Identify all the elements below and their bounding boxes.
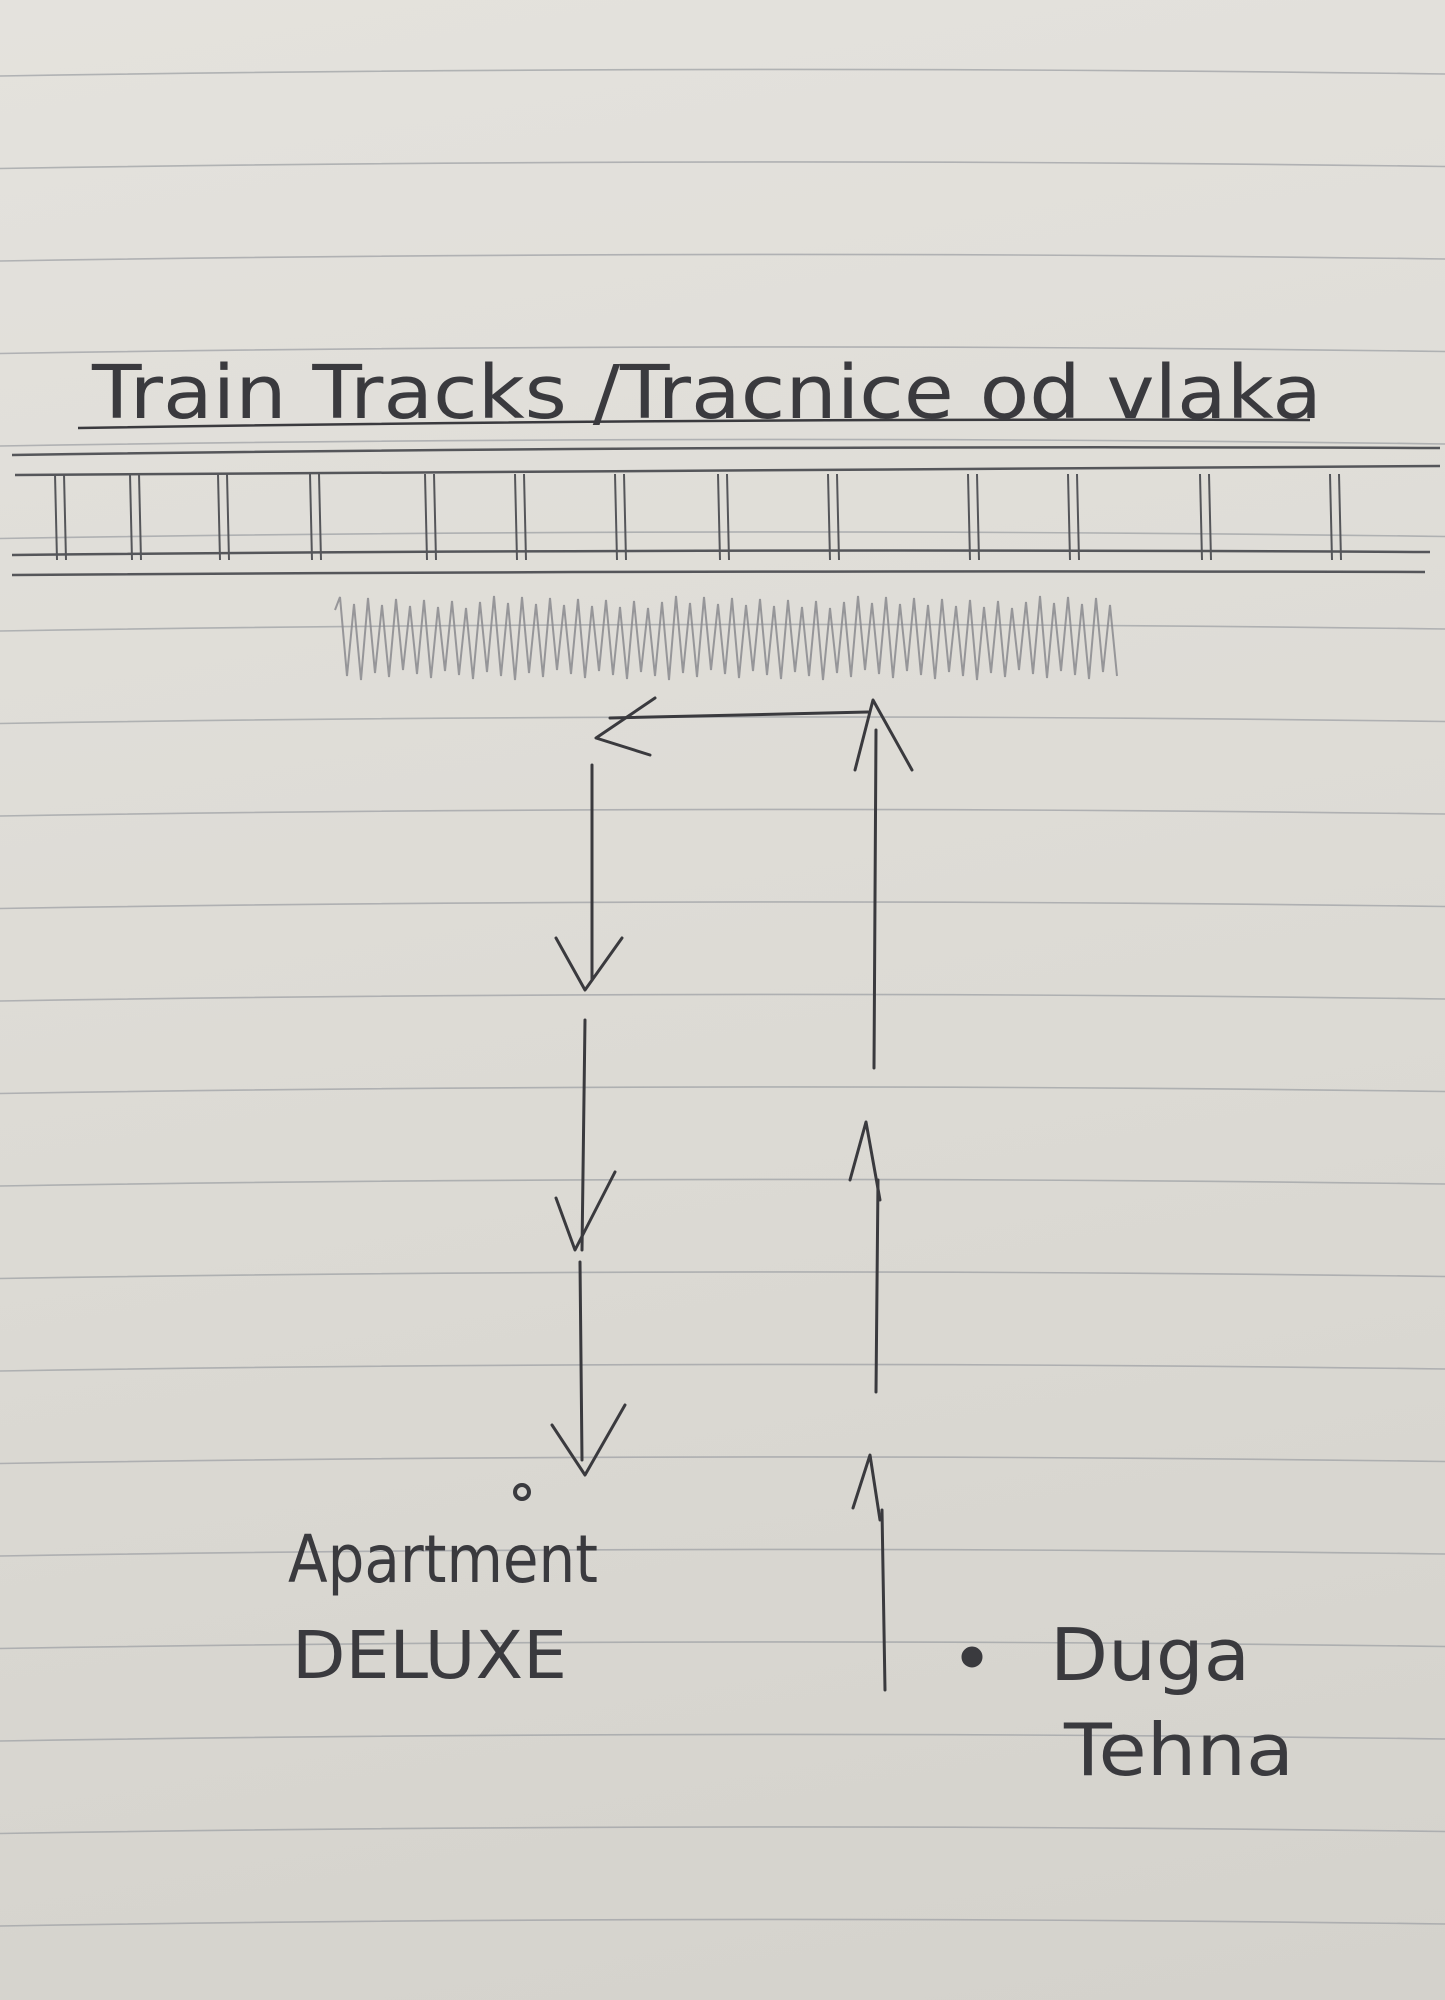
track-sleeper — [717, 473, 721, 561]
up-arrow-segment-1 — [880, 1508, 887, 1692]
track-sleeper — [1338, 473, 1342, 561]
track-sleeper — [138, 473, 142, 561]
track-rail-top — [11, 446, 1441, 457]
ruled-line — [0, 1641, 1445, 1650]
up-arrow-head-1 — [851, 1453, 882, 1522]
down-arrow-head-1 — [554, 936, 624, 992]
track-sleeper — [63, 473, 67, 561]
apartment-label-line-2: DELUXE — [292, 1617, 567, 1694]
left-arrow-head — [594, 696, 657, 757]
duga-tehna-marker — [961, 1646, 983, 1668]
duga-tehna-point — [961, 1646, 983, 1668]
train-tracks — [11, 446, 1441, 577]
ruled-line — [0, 1548, 1445, 1557]
ruled-line — [0, 623, 1445, 632]
track-sleeper — [1076, 473, 1080, 561]
down-arrow-head-2 — [554, 1170, 617, 1252]
track-sleeper — [614, 473, 618, 561]
pencil-scribble — [334, 595, 1118, 681]
ruled-lines — [0, 68, 1445, 1927]
up-arrow-head-3 — [853, 698, 914, 772]
up-arrow-head-2 — [848, 1120, 882, 1202]
track-rail-lower — [11, 549, 1431, 557]
ruled-line — [0, 253, 1445, 262]
ruled-line — [0, 1456, 1445, 1465]
down-arrow-segment-3 — [578, 1260, 584, 1462]
ruled-line — [0, 1086, 1445, 1095]
down-arrow-segment-2 — [580, 1018, 587, 1252]
ruled-line — [0, 531, 1445, 540]
track-sleeper — [836, 473, 840, 561]
track-sleeper — [1208, 473, 1212, 561]
down-arrow-head-3 — [550, 1403, 627, 1477]
track-sleeper — [1067, 473, 1071, 561]
track-sleeper — [424, 473, 428, 561]
up-arrow-segment-3 — [872, 728, 878, 1070]
track-sleeper — [309, 473, 313, 561]
apartment-label-line-1: Apartment — [288, 1521, 598, 1598]
up-arrow-segment-2 — [874, 1178, 880, 1394]
ruled-line — [0, 1178, 1445, 1187]
ruled-line — [0, 1918, 1445, 1927]
track-sleeper — [129, 473, 133, 561]
track-sleeper — [726, 473, 730, 561]
ruled-line — [0, 1733, 1445, 1742]
left-arrow-shaft — [608, 710, 870, 720]
track-sleeper — [226, 473, 230, 561]
track-sleeper — [54, 473, 58, 561]
track-sleeper — [1199, 473, 1203, 561]
title-underline — [77, 418, 1311, 430]
apartment-point — [513, 1483, 531, 1501]
track-rail-upper — [14, 464, 1441, 477]
ruled-line — [0, 808, 1445, 817]
ruled-line — [0, 901, 1445, 910]
route-arrows — [550, 696, 914, 1692]
ruled-line — [0, 993, 1445, 1002]
ruled-line — [0, 346, 1445, 355]
ruled-line — [0, 68, 1445, 77]
track-sleeper — [433, 473, 437, 561]
track-sleeper — [976, 473, 980, 561]
track-sleeper — [217, 473, 221, 561]
track-sleeper — [514, 473, 518, 561]
track-sleeper — [827, 473, 831, 561]
duga-tehna-label-line-2: Tehna — [1063, 1708, 1294, 1792]
apartment-marker — [513, 1483, 531, 1501]
track-sleeper — [1329, 473, 1333, 561]
track-sleeper — [967, 473, 971, 561]
ruled-line — [0, 1363, 1445, 1372]
track-sleepers — [54, 473, 1342, 561]
ruled-line — [0, 716, 1445, 725]
ruled-line — [0, 438, 1445, 447]
duga-tehna-label-line-1: Duga — [1050, 1613, 1250, 1697]
track-sleeper — [523, 473, 527, 561]
ruled-line — [0, 1826, 1445, 1835]
ruled-line — [0, 161, 1445, 170]
diagram-title: Train Tracks /Tracnice od vlaka — [91, 350, 1322, 436]
track-rail-bottom — [11, 570, 1426, 577]
track-sleeper — [318, 473, 322, 561]
track-sleeper — [623, 473, 627, 561]
ruled-line — [0, 1271, 1445, 1280]
